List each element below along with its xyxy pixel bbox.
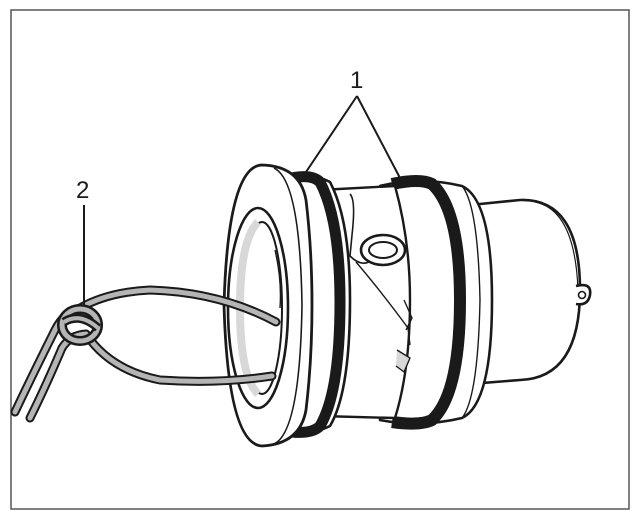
callout-1: 1 [350, 67, 363, 94]
rear-housing [468, 198, 592, 386]
o-ring-front [290, 171, 346, 438]
front-opening [226, 206, 290, 410]
cord-knot [57, 304, 103, 346]
o-ring-rear [390, 175, 467, 430]
oval-window [359, 233, 407, 267]
border-frame [10, 9, 630, 510]
leader-1a [305, 95, 358, 173]
callout-2: 2 [76, 177, 89, 204]
leader-1b [356, 95, 401, 179]
leader-lines [83, 95, 401, 306]
